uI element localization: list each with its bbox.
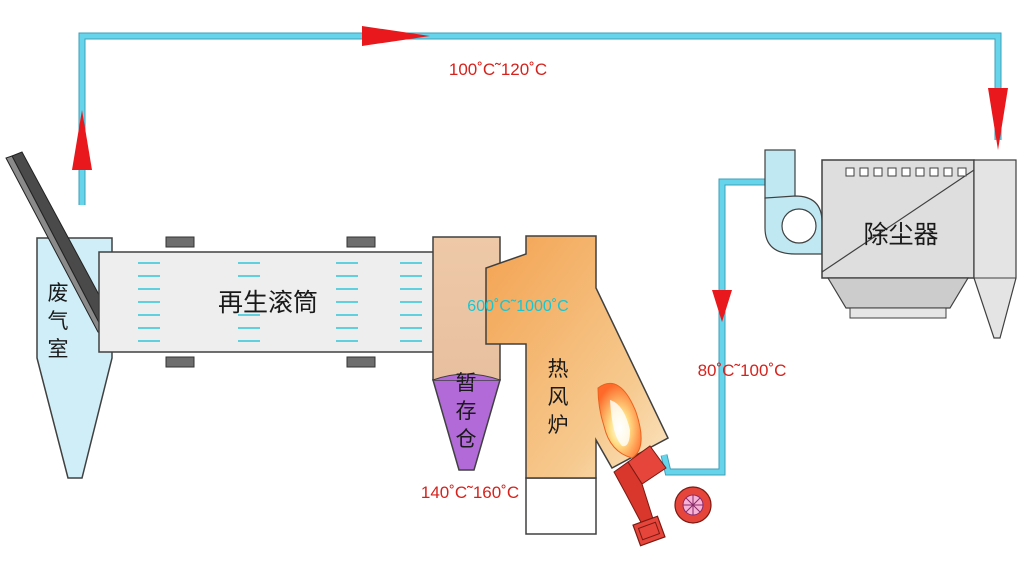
flow-arrow-right-icon bbox=[362, 26, 430, 46]
waste-gas-chamber bbox=[5, 151, 119, 479]
regeneration-drum bbox=[98, 236, 454, 368]
furnace-zone-temperature: 600˚C˜1000˚C bbox=[467, 298, 568, 315]
temp-storage-label: 仓 bbox=[456, 427, 477, 451]
burner-assembly bbox=[613, 445, 712, 547]
collector-inlet-temperature: 80˚C˜100˚C bbox=[698, 361, 787, 380]
hot-air-furnace bbox=[485, 235, 669, 535]
hot-air-furnace-label: 炉 bbox=[548, 413, 569, 437]
flow-arrow-down-icon bbox=[988, 88, 1008, 150]
waste-gas-chamber-label: 气 bbox=[48, 309, 69, 333]
flow-arrow-up-icon bbox=[72, 110, 92, 170]
flow-arrow-down-icon bbox=[712, 290, 732, 322]
temp-storage-label: 存 bbox=[456, 399, 477, 423]
temp-storage-label: 暂 bbox=[456, 371, 477, 395]
top-duct-temperature: 100˚C˜120˚C bbox=[449, 60, 547, 79]
waste-gas-chamber-label: 废 bbox=[48, 281, 69, 305]
induced-draft-fan bbox=[764, 149, 823, 255]
storage-outlet-temperature: 140˚C˜160˚C bbox=[421, 483, 519, 502]
collector-inlet-duct bbox=[660, 178, 768, 476]
hot-air-furnace-label: 风 bbox=[548, 385, 569, 409]
hot-air-furnace-label: 热 bbox=[548, 357, 569, 381]
waste-gas-chamber-label: 室 bbox=[48, 337, 69, 361]
dust-collector-label: 除尘器 bbox=[863, 220, 938, 249]
dust-collector bbox=[821, 159, 1017, 339]
regeneration-drum-label: 再生滚筒 bbox=[218, 288, 318, 317]
temp-storage-bin bbox=[432, 236, 501, 471]
